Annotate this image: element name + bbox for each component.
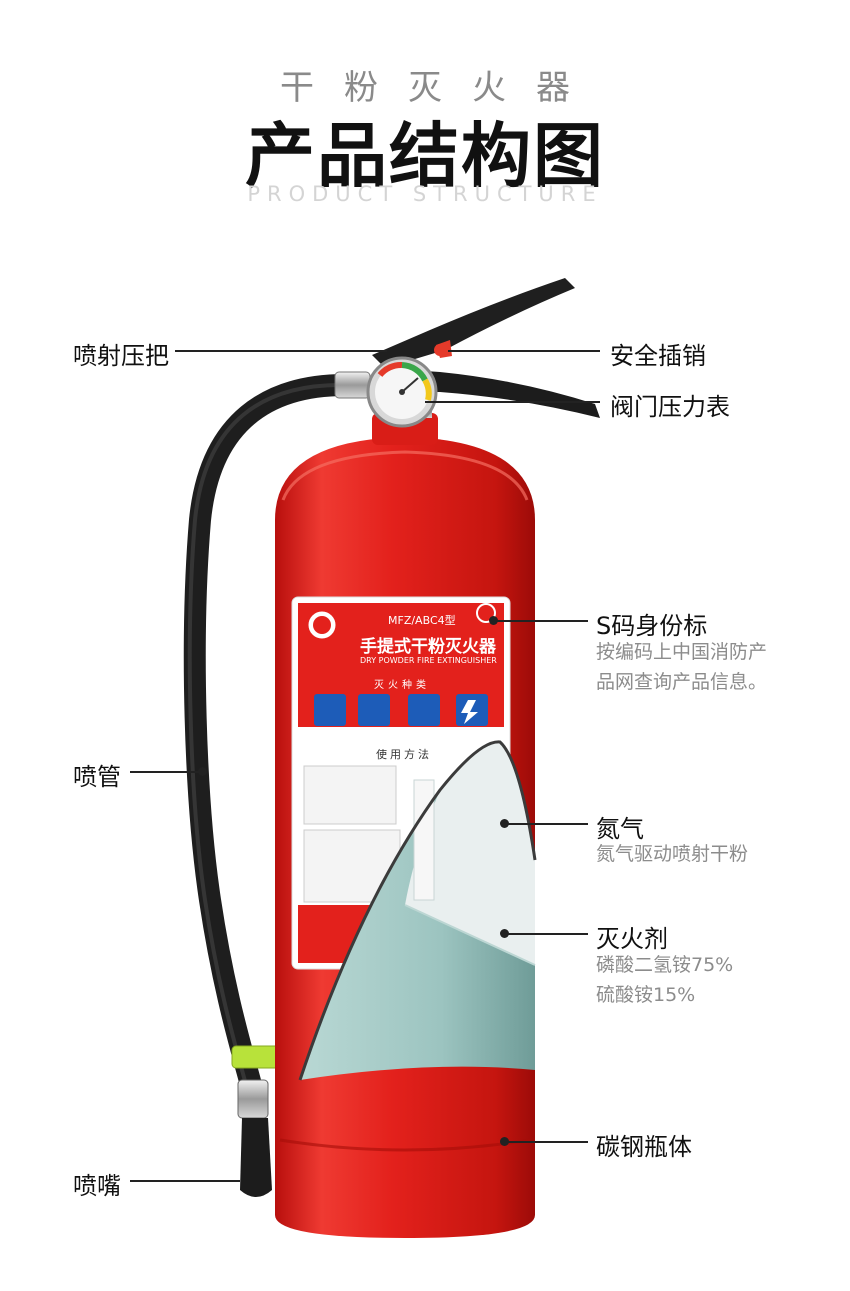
callout-dot-nitrogen	[500, 819, 509, 828]
desc-agent-line2: 硫酸铵15%	[596, 984, 696, 1006]
callout-line-pressure-gauge	[425, 401, 600, 403]
label-panel-name: 手提式干粉灭火器	[360, 637, 496, 657]
label-agent: 灭火剂	[596, 925, 668, 953]
label-pressure-gauge: 阀门压力表	[610, 393, 730, 421]
callout-line-spray-handle	[175, 350, 387, 352]
callout-line-nozzle	[130, 1180, 240, 1182]
header-subtitle: 干粉灭火器	[280, 68, 600, 108]
callout-dot-agent	[500, 929, 509, 938]
callout-line-s-code	[493, 620, 588, 622]
cutaway-nitrogen-shape	[405, 741, 535, 965]
nozzle-metal-shape	[237, 1079, 269, 1119]
callout-line-hose	[130, 771, 202, 773]
header-english-subtitle: PRODUCT STRUCTURE	[247, 182, 603, 206]
callout-line-safety-pin	[448, 350, 600, 352]
label-s-code: S码身份标	[596, 612, 708, 640]
desc-agent-line1: 磷酸二氢铵75%	[596, 954, 734, 976]
hose-shape	[183, 374, 356, 1111]
callout-dot-hose	[198, 767, 207, 776]
callout-line-body	[505, 1141, 588, 1143]
label-panel-model: MFZ/ABC4型	[388, 614, 456, 627]
callout-line-agent	[505, 933, 588, 935]
callout-dot-body	[500, 1137, 509, 1146]
label-panel-usage: 使用方法	[376, 748, 432, 761]
label-nozzle: 喷嘴	[73, 1172, 121, 1200]
desc-s-code-line2: 品网查询产品信息。	[596, 671, 768, 693]
spray-lever-shape	[372, 278, 575, 368]
label-nitrogen: 氮气	[596, 815, 644, 843]
label-hose: 喷管	[73, 763, 121, 791]
label-spray-handle: 喷射压把	[73, 342, 169, 370]
label-panel-name-en: DRY POWDER FIRE EXTINGUISHER	[360, 656, 497, 665]
label-safety-pin: 安全插销	[610, 342, 706, 370]
callout-line-nitrogen	[505, 823, 588, 825]
cutaway-edge	[298, 740, 537, 1081]
page-title: 产品结构图	[245, 115, 605, 197]
label-body: 碳钢瓶体	[596, 1133, 692, 1161]
desc-s-code-line1: 按编码上中国消防产	[596, 641, 768, 663]
desc-nitrogen: 氮气驱动喷射干粉	[596, 843, 749, 865]
nozzle-shape	[240, 1118, 272, 1197]
label-panel-fire-types: 灭火种类	[374, 680, 430, 691]
callout-dot-s-code	[489, 616, 498, 625]
